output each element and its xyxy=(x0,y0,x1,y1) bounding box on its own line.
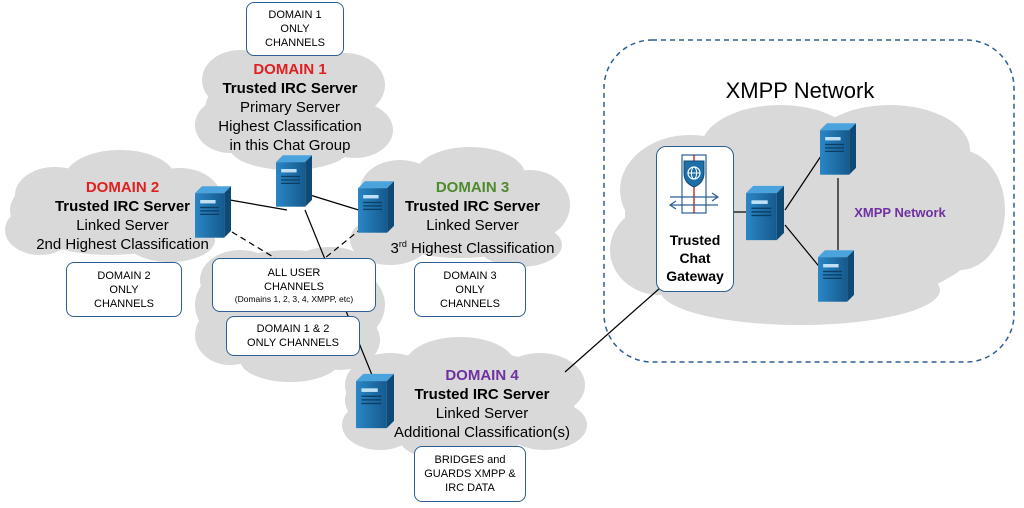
box-subtext: (Domains 1, 2, 3, 4, XMPP, etc) xyxy=(234,293,354,304)
box-line: GUARDS XMPP & xyxy=(424,468,516,480)
gateway-label: Trusted Chat Gateway xyxy=(657,231,733,285)
box-line: ONLY xyxy=(455,283,485,296)
box-line: DOMAIN 3 xyxy=(443,269,497,282)
domain1-line: Highest Classification xyxy=(218,118,362,135)
box-line: CHANNELS xyxy=(265,37,325,49)
domain1-server-icon xyxy=(276,155,312,207)
xmpp-server-top-icon xyxy=(820,123,856,175)
domain2-cloud xyxy=(5,150,222,262)
box-line: CHANNELS xyxy=(440,297,500,310)
all-user-channels-box: ALL USER CHANNELS (Domains 1, 2, 3, 4, X… xyxy=(212,258,376,312)
domain3-role: Trusted IRC Server xyxy=(404,198,541,215)
domain2-line: 2nd Highest Classification xyxy=(36,236,209,253)
bridges-guards-box: BRIDGES and GUARDS XMPP & IRC DATA xyxy=(414,446,526,502)
xmpp-hub-server-icon xyxy=(746,185,784,241)
domain4-line: Linked Server xyxy=(435,405,529,422)
domain4-line: Additional Classification(s) xyxy=(394,424,570,441)
box-line: BRIDGES and xyxy=(434,454,506,466)
domain2-label: DOMAIN 2 Trusted IRC Server Linked Serve… xyxy=(20,178,225,254)
domain3-ordinal-number: 3 xyxy=(390,240,399,257)
domain1-line: in this Chat Group xyxy=(229,137,351,154)
box-line: ONLY xyxy=(109,283,139,296)
domain4-role: Trusted IRC Server xyxy=(414,386,550,403)
xmpp-region-border xyxy=(603,39,1015,363)
box-line: ALL USER xyxy=(267,266,321,279)
domain4-cloud xyxy=(342,337,587,462)
box-line: DOMAIN 2 xyxy=(97,269,151,282)
domain3-name: DOMAIN 3 xyxy=(435,179,510,196)
gateway-line: Chat xyxy=(679,250,711,266)
domain3-only-channels-box: DOMAIN 3 ONLY CHANNELS xyxy=(414,262,526,317)
gateway-line: Trusted xyxy=(669,232,721,248)
domain3-line-ordinal: 3rd Highest Classification xyxy=(380,235,565,258)
domain2-role: Trusted IRC Server xyxy=(54,198,191,215)
domain2-only-channels-box: DOMAIN 2 ONLY CHANNELS xyxy=(66,262,182,317)
domain3-label: DOMAIN 3 Trusted IRC Server Linked Serve… xyxy=(380,178,565,258)
domain1-label: DOMAIN 1 Trusted IRC Server Primary Serv… xyxy=(200,60,380,155)
domain3-ordinal-suffix: rd xyxy=(398,239,407,249)
box-line: IRC DATA xyxy=(445,482,495,494)
domain3-line: Linked Server xyxy=(426,217,519,234)
shield-globe-icon xyxy=(668,154,720,214)
domain1-only-channels-box: DOMAIN 1 ONLY CHANNELS xyxy=(246,2,344,56)
domain2-name: DOMAIN 2 xyxy=(85,179,160,196)
xmpp-server-bottom-icon xyxy=(818,250,854,302)
trusted-chat-gateway: Trusted Chat Gateway xyxy=(656,146,734,292)
box-line: ONLY xyxy=(280,23,310,35)
domain3-cloud xyxy=(350,147,570,267)
domain1-role: Trusted IRC Server xyxy=(222,80,358,97)
domain2-line: Linked Server xyxy=(76,217,169,234)
dashed-links xyxy=(231,227,363,259)
domain1-2-only-channels-box: DOMAIN 1 & 2 ONLY CHANNELS xyxy=(226,316,360,356)
box-line: CHANNELS xyxy=(264,280,324,293)
xmpp-network-title: XMPP Network xyxy=(725,78,875,103)
domain1-name: DOMAIN 1 xyxy=(253,61,327,78)
box-line: DOMAIN 1 & 2 xyxy=(256,323,330,335)
box-line: CHANNELS xyxy=(94,297,154,310)
gateway-line: Gateway xyxy=(666,268,724,284)
box-line: ONLY CHANNELS xyxy=(247,337,339,349)
xmpp-network-inner-label: XMPP Network xyxy=(854,205,946,220)
domain1-line: Primary Server xyxy=(239,99,340,116)
domain4-label: DOMAIN 4 Trusted IRC Server Linked Serve… xyxy=(382,366,582,442)
domain4-name: DOMAIN 4 xyxy=(445,367,519,384)
box-line: DOMAIN 1 xyxy=(268,9,322,21)
domain3-line-rest: Highest Classification xyxy=(406,240,555,257)
